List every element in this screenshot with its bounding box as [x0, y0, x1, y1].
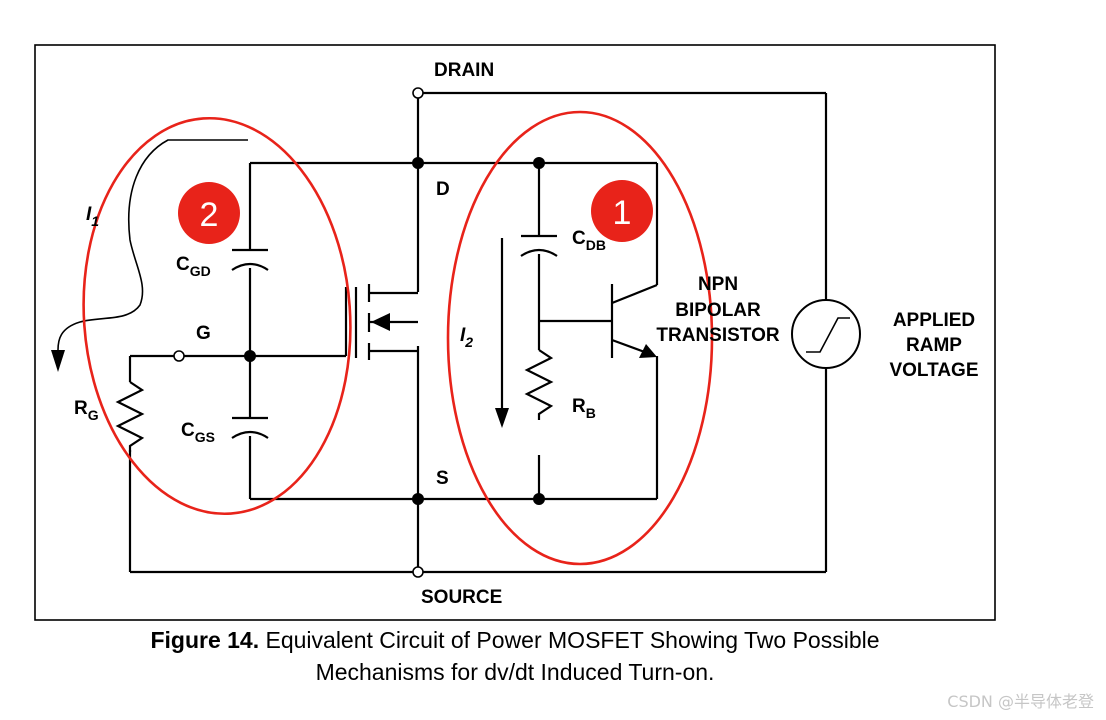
mechanism-2-highlight	[82, 116, 352, 516]
d-label: D	[436, 179, 450, 200]
rg-label: RG	[74, 398, 99, 423]
applied-ramp-voltage-label: APPLIED RAMP VOLTAGE	[889, 310, 978, 381]
npn-label: NPN BIPOLAR TRANSISTOR	[656, 274, 779, 346]
mosfet-symbol	[354, 284, 418, 360]
junction-dot	[412, 157, 424, 169]
svg-text:NPN: NPN	[698, 274, 738, 295]
cgd-label: CGD	[176, 254, 211, 279]
g-label: G	[196, 323, 211, 344]
cgd-capacitor	[231, 248, 269, 271]
rb-label: RB	[572, 396, 596, 421]
drain-terminal	[412, 87, 424, 99]
i2-label: I2	[460, 325, 473, 350]
svg-text:RAMP: RAMP	[906, 335, 962, 356]
gate-terminal	[173, 350, 185, 362]
cdb-capacitor	[520, 234, 558, 257]
npn-transistor-symbol	[610, 283, 658, 358]
drain-label: DRAIN	[434, 60, 494, 81]
s-label: S	[436, 468, 449, 489]
caption-line-1-text: Equivalent Circuit of Power MOSFET Showi…	[259, 627, 880, 653]
mosfet-equivalent-circuit: 2 1 DRAIN SOURCE D S G I1 I2 CGD CGS CDB…	[34, 44, 996, 621]
gate-network	[115, 163, 348, 499]
badge-two-label: 2	[200, 196, 219, 234]
figure-frame	[34, 44, 996, 621]
svg-text:BIPOLAR: BIPOLAR	[675, 300, 761, 321]
badge-two: 2	[178, 182, 240, 244]
caption-figure-number: Figure 14.	[150, 627, 260, 653]
svg-text:APPLIED: APPLIED	[893, 310, 975, 331]
badge-one: 1	[591, 180, 653, 242]
caption-line-2: Mechanisms for dv/dt Induced Turn-on.	[315, 659, 715, 685]
mechanism-1-highlight	[446, 110, 714, 566]
svg-text:TRANSISTOR: TRANSISTOR	[656, 325, 779, 346]
i1-arrow	[51, 139, 248, 372]
badge-one-label: 1	[613, 194, 632, 232]
bipolar-network	[524, 163, 659, 499]
cgs-label: CGS	[181, 420, 215, 445]
figure-caption: Figure 14. Equivalent Circuit of Power M…	[0, 624, 1030, 688]
i2-arrow	[495, 238, 509, 428]
junction-dot	[412, 493, 424, 505]
svg-text:VOLTAGE: VOLTAGE	[889, 360, 978, 381]
watermark: CSDN @半导体老登	[947, 692, 1094, 711]
source-terminal	[412, 566, 424, 578]
cdb-label: CDB	[572, 228, 606, 253]
ramp-voltage-source	[791, 299, 861, 369]
i1-label: I1	[86, 204, 99, 229]
caption-line-1: Figure 14. Equivalent Circuit of Power M…	[0, 624, 1030, 656]
source-label: SOURCE	[421, 587, 502, 608]
cgs-capacitor	[231, 416, 269, 439]
drain-source-wiring	[128, 91, 828, 574]
